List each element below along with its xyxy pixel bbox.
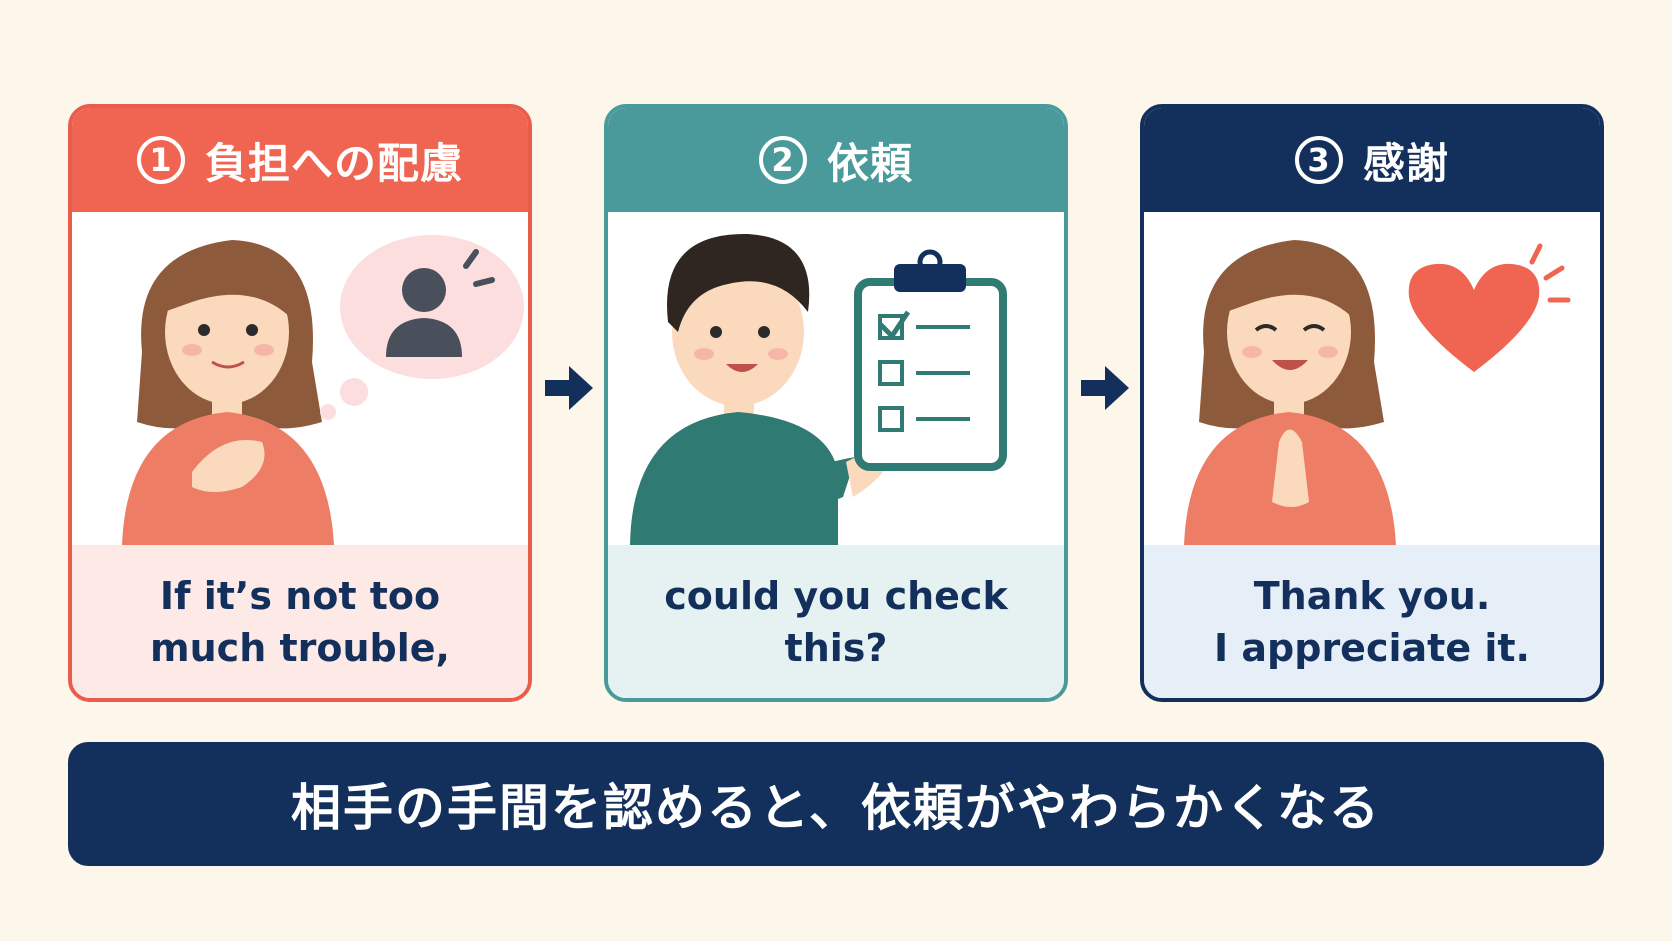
caption-line: Thank you.	[1253, 574, 1491, 618]
caption-line: I appreciate it.	[1214, 626, 1530, 670]
step-title-2: 依頼	[826, 138, 913, 188]
illustration-thanks	[1144, 212, 1600, 545]
arrow-right-icon	[545, 366, 593, 410]
summary-banner: 相手の手間を認めると、依頼がやわらかくなる	[68, 742, 1604, 866]
step-title-3: 感謝	[1362, 138, 1449, 188]
caption-line: much trouble,	[150, 626, 450, 670]
step-caption-2: could you check this?	[608, 545, 1064, 698]
illustration-consideration	[72, 212, 528, 545]
step-header-2: 2 依頼	[608, 108, 1064, 212]
step-header-3: 3 感謝	[1144, 108, 1600, 212]
man-figure	[630, 233, 890, 545]
step-caption-1: If it’s not too much trouble,	[72, 545, 528, 698]
arrow-right-icon	[1081, 366, 1129, 410]
step-caption-3: Thank you. I appreciate it.	[1144, 545, 1600, 698]
step-number-3: 3	[1294, 136, 1343, 184]
summary-text: 相手の手間を認めると、依頼がやわらかくなる	[291, 779, 1381, 837]
heart-icon	[1408, 243, 1571, 372]
caption-line: If it’s not too	[159, 574, 441, 618]
step-card-3: 3 感謝	[1140, 104, 1604, 702]
worried-person-thought-icon	[320, 235, 524, 420]
step-title-1: 負担への配慮	[204, 138, 463, 188]
woman-figure	[122, 240, 334, 545]
caption-line: could you check this?	[664, 574, 1008, 670]
smiling-woman-figure	[1184, 240, 1396, 545]
clipboard-checklist-icon	[854, 249, 1007, 471]
step-card-1: 1 負担への配慮	[68, 104, 532, 702]
step-header-1: 1 負担への配慮	[72, 108, 528, 212]
step-card-2: 2 依頼	[604, 104, 1068, 702]
step-number-1: 1	[136, 136, 185, 184]
step-number-2: 2	[758, 136, 807, 184]
illustration-request	[608, 212, 1064, 545]
